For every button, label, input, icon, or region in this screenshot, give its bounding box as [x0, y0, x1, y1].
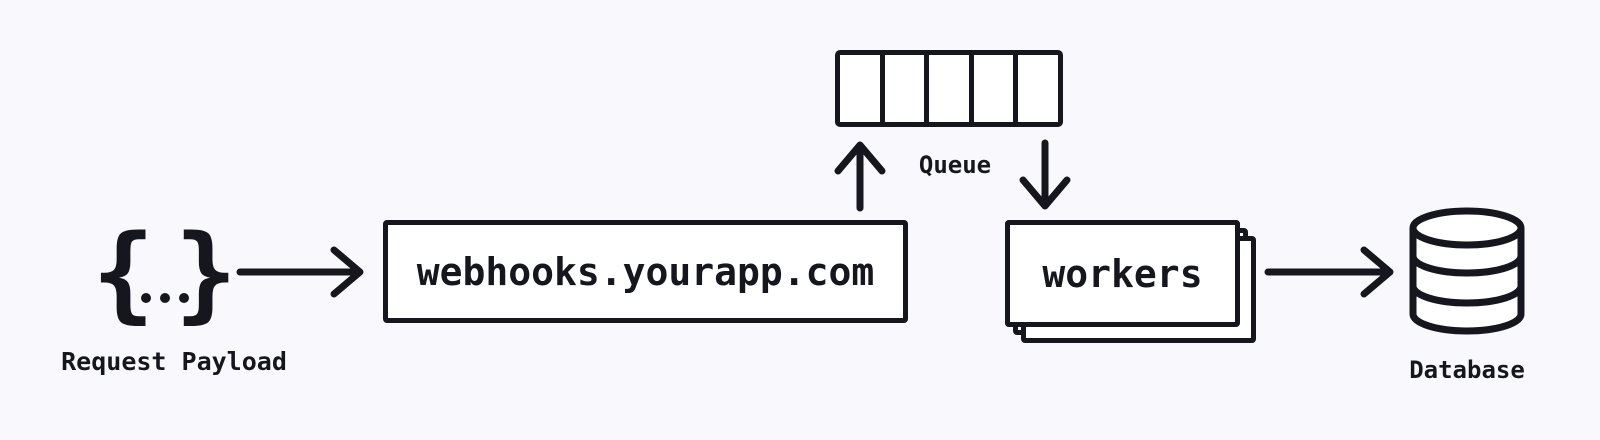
queue-cell [840, 55, 880, 122]
arrow-right-icon [1264, 246, 1394, 298]
queue-cell [968, 55, 1014, 122]
payload-icon: { } [92, 221, 237, 325]
payload-dot [159, 293, 170, 303]
payload-brace-right: } [174, 212, 238, 334]
payload-dot [178, 293, 189, 303]
workers-node: workers [1005, 220, 1256, 343]
payload-dots-icon [140, 293, 189, 303]
arrow-right-icon [236, 246, 364, 298]
queue-cell [879, 55, 925, 122]
workers-label: workers [1042, 251, 1203, 296]
payload-dot [140, 293, 151, 303]
queue-cell [924, 55, 969, 122]
webhooks-server-label: webhooks.yourapp.com [416, 249, 875, 294]
request-payload-label: Request Payload [61, 347, 287, 376]
database-label: Database [1409, 356, 1525, 384]
database-icon [1409, 207, 1525, 335]
queue-icon [835, 50, 1063, 127]
payload-brace-left: { [92, 212, 155, 334]
workers-box: workers [1005, 220, 1240, 327]
queue-cell [1013, 55, 1058, 122]
arrow-up-icon [834, 141, 886, 212]
queue-label: Queue [918, 151, 992, 179]
webhooks-server-node: webhooks.yourapp.com [383, 220, 908, 323]
